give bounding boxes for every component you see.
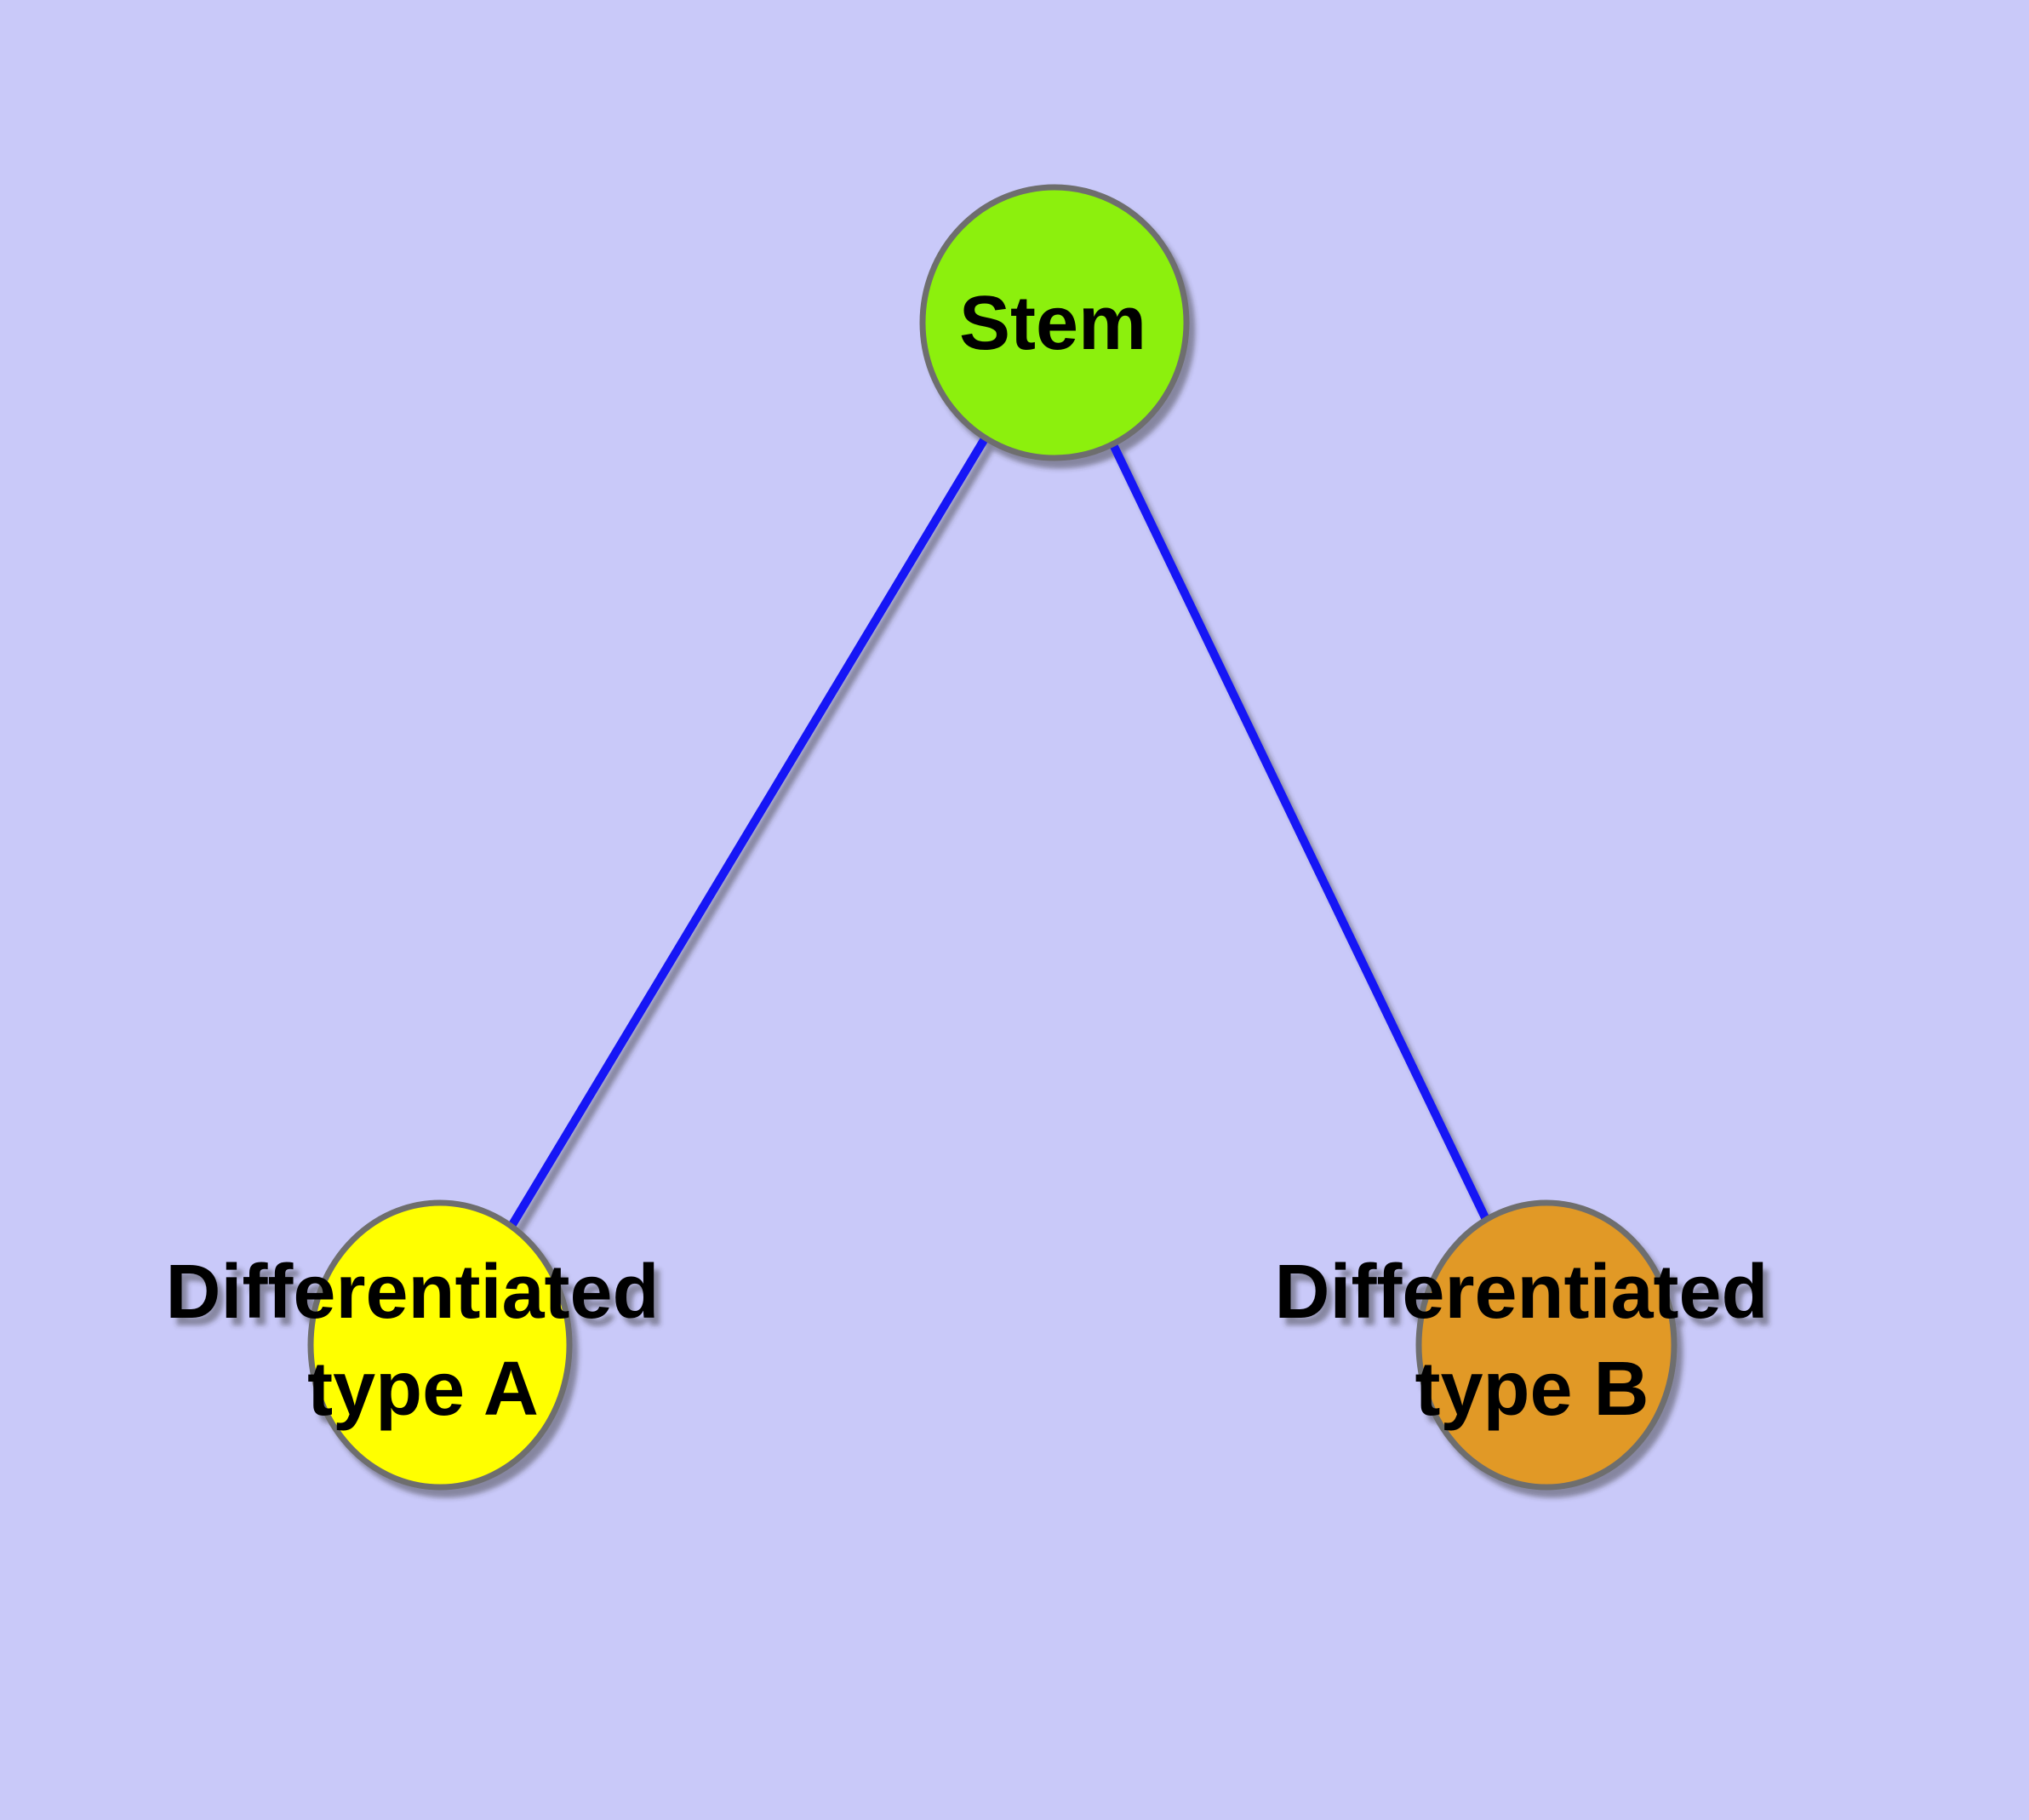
- node-stem: [919, 184, 1190, 461]
- node-a-label-line-2: type A: [307, 1347, 539, 1432]
- edge-stem-to-type-a: [436, 320, 1059, 1348]
- node-b-label-line-1: Differentiated: [1274, 1250, 1768, 1335]
- node-differentiated-type-b: [1415, 1199, 1677, 1491]
- node-b-label-line-2: type B: [1415, 1347, 1649, 1432]
- node-differentiated-type-a: [307, 1199, 573, 1491]
- node-differentiated-type-b-label: Differentiated type B: [1274, 1250, 1789, 1432]
- edge-stem-to-type-b: [1050, 320, 1551, 1348]
- node-a-label-line-1: Differentiated: [165, 1250, 659, 1335]
- node-differentiated-type-a-label: Differentiated type A: [165, 1250, 680, 1432]
- node-stem-label: Stem: [959, 281, 1146, 366]
